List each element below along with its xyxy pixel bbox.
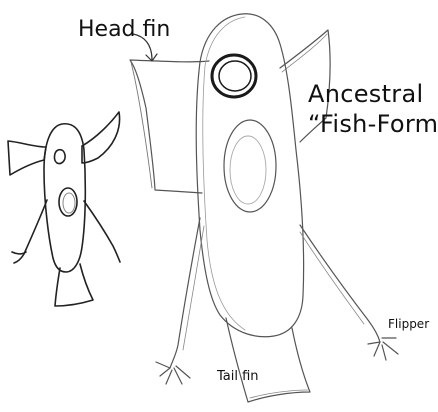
small-right-arm <box>84 201 120 262</box>
small-belly-spot <box>59 188 77 216</box>
belly-spot <box>224 120 276 212</box>
tail-fin-label: Tail fin <box>217 370 259 383</box>
left-hand <box>156 362 190 384</box>
big-figure <box>130 14 398 402</box>
head-fin-label: Head fin <box>78 19 170 41</box>
right-hand <box>368 338 398 360</box>
title-line-2: “Fish-Form” <box>308 109 438 139</box>
diagram-title: Ancestral “Fish-Form” <box>308 79 438 139</box>
small-eye <box>54 150 65 164</box>
right-arm <box>300 225 380 342</box>
small-right-head-fin <box>82 112 120 163</box>
left-arm <box>170 218 200 368</box>
small-left-arm <box>12 200 47 263</box>
big-eye <box>212 55 256 97</box>
small-left-head-fin <box>8 141 46 175</box>
small-figure <box>8 112 120 306</box>
flipper-label: Flipper <box>388 318 429 330</box>
small-body <box>44 124 85 272</box>
title-line-1: Ancestral <box>308 79 438 109</box>
